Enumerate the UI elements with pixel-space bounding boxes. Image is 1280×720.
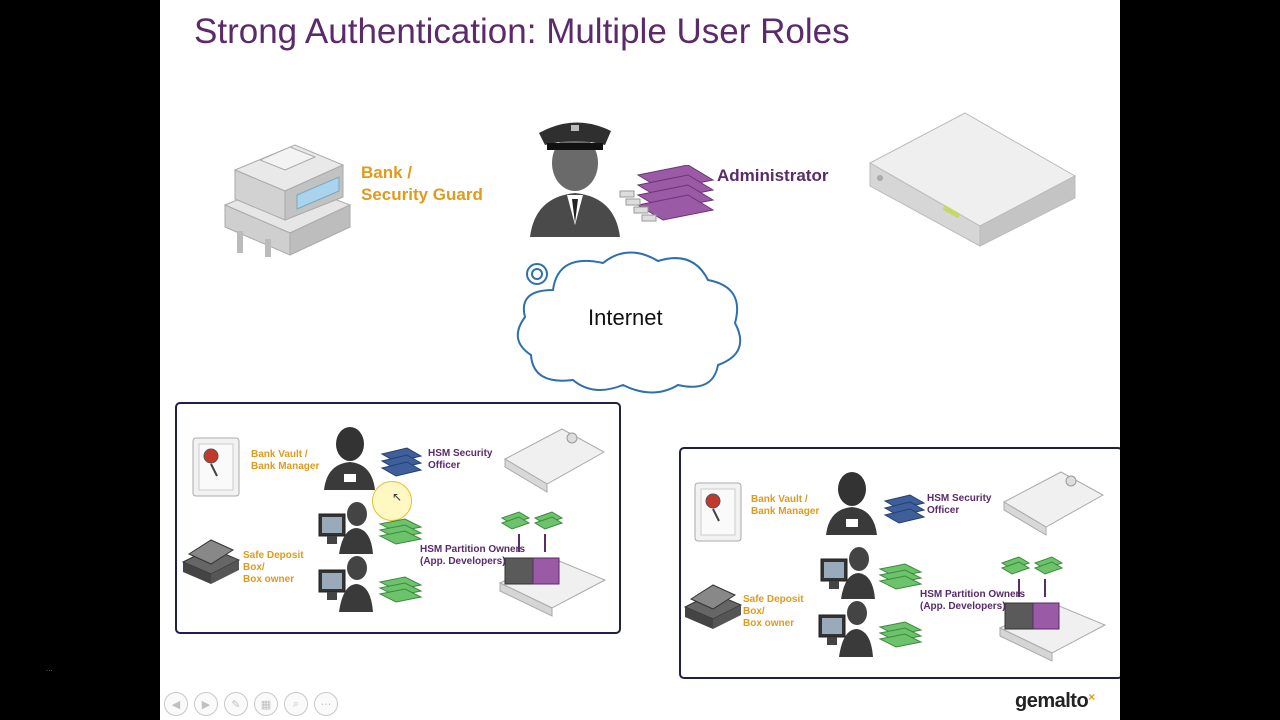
partition-owners-label-2: HSM Partition Owners (App. Developers) — [920, 589, 1025, 613]
security-officer-icon — [324, 427, 375, 490]
vault-manager-label: Bank Vault / Bank Manager — [251, 449, 319, 473]
security-officer-icon-2 — [826, 472, 877, 535]
vault-icon-2 — [694, 482, 742, 542]
hsm-officer-label-2: HSM Security Officer — [927, 493, 991, 517]
developer-4-icon — [818, 601, 873, 657]
administrator-label: Administrator — [717, 166, 829, 185]
officer-label-line2: Officer — [428, 460, 461, 471]
green-token-icon-4 — [878, 621, 923, 648]
partition-label-line2-2: (App. Developers) — [920, 601, 1006, 612]
blue-token-icon — [380, 447, 423, 477]
next-slide-button[interactable]: ▶ — [194, 692, 218, 716]
hsm-partitions-icon — [498, 511, 607, 617]
green-token-icon-2 — [378, 576, 423, 603]
officer-label-line1: HSM Security — [428, 448, 493, 459]
hsm-officer-label: HSM Security Officer — [428, 448, 492, 472]
security-guard-icon — [530, 122, 620, 237]
safe-deposit-label: Safe Deposit Box/ Box owner — [243, 550, 304, 586]
zoom-button[interactable]: ⌕ — [284, 692, 308, 716]
officer-label-line2-2: Officer — [927, 505, 960, 516]
see-all-slides-button[interactable]: ▦ — [254, 692, 278, 716]
deposit-label-line3: Box owner — [243, 574, 295, 585]
more-options-button[interactable]: ··· — [314, 692, 338, 716]
partition-owners-label: HSM Partition Owners (App. Developers) — [420, 544, 525, 568]
roles-panel-right: Bank Vault / Bank Manager HSM Security O… — [679, 447, 1120, 679]
internet-cloud — [516, 251, 742, 394]
slide: Strong Authentication: Multiple User Rol… — [160, 0, 1120, 720]
side-marker: ... — [46, 664, 53, 673]
building-icon — [223, 144, 352, 257]
hsm-card-icon-2 — [1002, 471, 1105, 536]
bank-guard-label: Bank / Security Guard — [361, 162, 483, 206]
officer-label-line1-2: HSM Security — [927, 493, 992, 504]
pen-tool-button[interactable]: ✎ — [224, 692, 248, 716]
green-token-icon-1 — [378, 518, 423, 545]
logo-mark: × — [1088, 690, 1095, 704]
purple-token-icon — [619, 165, 715, 222]
deposit-label-line2: Box/ — [243, 562, 265, 573]
partition-label-line1: HSM Partition Owners — [420, 544, 526, 555]
gemalto-logo: gemalto× — [1015, 690, 1095, 713]
green-token-icon-3 — [878, 563, 923, 590]
hsm-appliance-icon — [868, 112, 1077, 247]
cursor-highlight — [372, 481, 412, 521]
hsm-card-icon — [503, 428, 606, 493]
deposit-label-line1-2: Safe Deposit — [743, 594, 804, 605]
bank-label-line1: Bank / — [361, 163, 413, 182]
vault-icon — [192, 437, 240, 497]
mouse-cursor-icon: ↖ — [392, 490, 403, 504]
blue-token-icon-2 — [883, 494, 926, 524]
previous-slide-button[interactable]: ◀ — [164, 692, 188, 716]
safe-deposit-box-icon — [181, 539, 241, 584]
safe-deposit-box-icon-2 — [683, 584, 743, 629]
vault-label-line2: Bank Manager — [251, 461, 320, 472]
developer-3-icon — [820, 547, 875, 599]
deposit-label-line3-2: Box owner — [743, 618, 795, 629]
internet-label: Internet — [588, 305, 663, 330]
logo-text: gemalto — [1015, 690, 1089, 712]
vault-label-line1-2: Bank Vault / — [751, 494, 808, 505]
developer-2-icon — [318, 556, 373, 612]
safe-deposit-label-2: Safe Deposit Box/ Box owner — [743, 594, 804, 630]
vault-label-line1: Bank Vault / — [251, 449, 308, 460]
hsm-partitions-icon-2 — [998, 556, 1107, 662]
partition-label-line1-2: HSM Partition Owners — [920, 589, 1026, 600]
deposit-label-line2-2: Box/ — [743, 606, 765, 617]
deposit-label-line1: Safe Deposit — [243, 550, 304, 561]
slide-title: Strong Authentication: Multiple User Rol… — [194, 12, 850, 51]
bank-label-line2: Security Guard — [361, 185, 483, 204]
roles-panel-left: Bank Vault / Bank Manager HSM Security O… — [175, 402, 621, 634]
vault-label-line2-2: Bank Manager — [751, 506, 820, 517]
vault-manager-label-2: Bank Vault / Bank Manager — [751, 494, 819, 518]
partition-label-line2: (App. Developers) — [420, 556, 506, 567]
slideshow-toolbar: ◀ ▶ ✎ ▦ ⌕ ··· — [164, 692, 338, 716]
developer-1-icon — [318, 502, 373, 554]
